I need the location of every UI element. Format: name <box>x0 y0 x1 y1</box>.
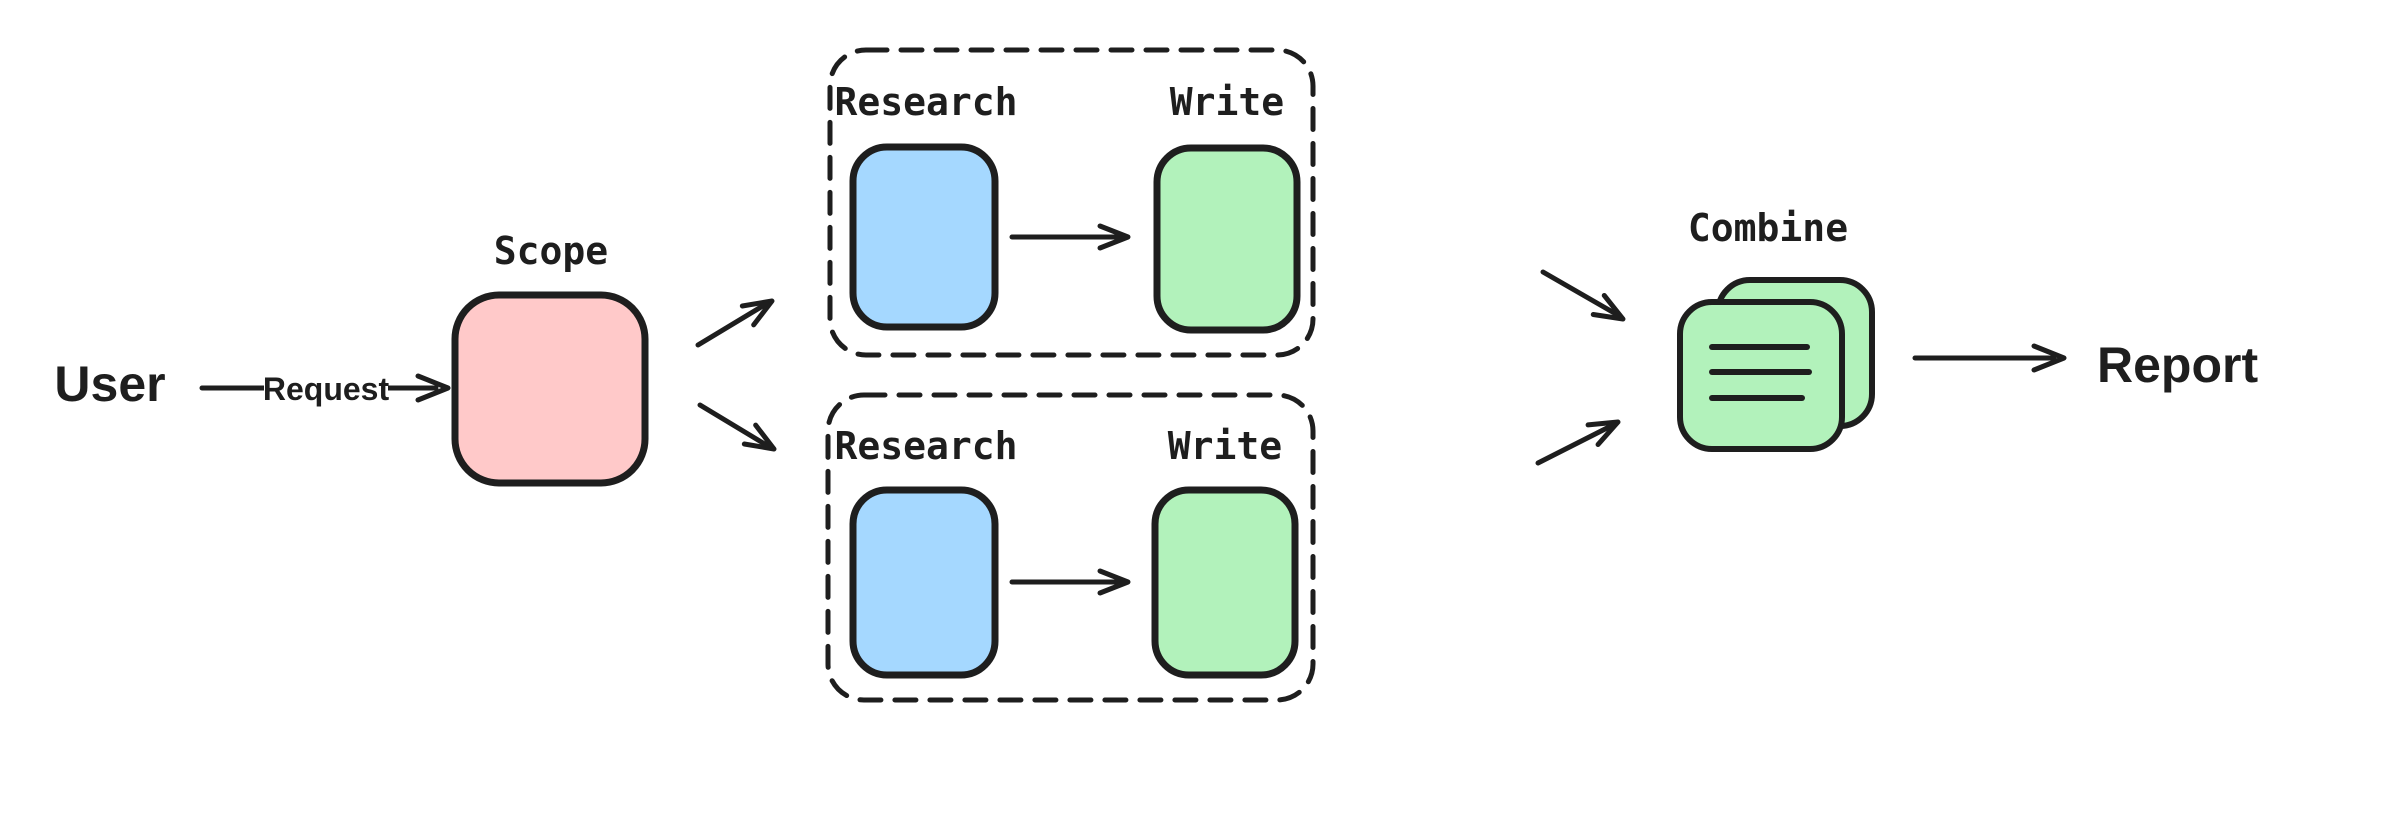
branch-arrow-bottom-head <box>741 422 777 452</box>
scope-label: Scope <box>494 229 608 273</box>
branch-arrow-top <box>695 298 775 348</box>
research-to-write-arrow-bottom-head-path <box>1097 568 1131 596</box>
request-label: Request <box>263 371 390 407</box>
report-arrowhead-path <box>2031 343 2067 373</box>
branch-arrow-top-line <box>695 301 769 348</box>
diagram-root: User Request Scope <box>54 47 2258 703</box>
research-label-bottom: Research <box>834 424 1017 468</box>
research-to-write-arrow-top <box>1009 223 1131 251</box>
research-to-write-arrow-top-head <box>1097 223 1131 251</box>
write-node-top <box>1153 144 1301 334</box>
write-node-bottom <box>1151 486 1299 679</box>
combine-arrow-top-head <box>1590 292 1626 322</box>
combine-arrow-top-head-path <box>1590 292 1626 322</box>
branch-arrow-bottom-line <box>697 402 771 449</box>
write-label-top: Write <box>1170 80 1284 124</box>
stacked-documents-icon <box>1677 277 1875 452</box>
subagent-container-bottom-border <box>825 392 1316 703</box>
research-to-write-arrow-top-head-path <box>1097 223 1131 251</box>
request-arrowhead-path <box>415 373 451 403</box>
branch-arrow-top-head <box>739 298 775 328</box>
branch-arrow-top-head-path <box>739 298 775 328</box>
report-label: Report <box>2097 337 2258 393</box>
combine-arrow-top <box>1540 269 1626 322</box>
branch-arrow-bottom <box>697 402 777 452</box>
combine-label: Combine <box>1688 206 1848 250</box>
write-label-bottom: Write <box>1168 424 1282 468</box>
subagent-container-top-border <box>827 47 1316 358</box>
subagent-container-bottom: Research Write <box>825 392 1316 703</box>
combine-arrow-bottom-line <box>1535 423 1614 466</box>
request-label-bg <box>264 366 388 408</box>
scope-node <box>451 291 649 487</box>
branch-arrow-bottom-head-path <box>741 422 777 452</box>
research-label-top: Research <box>834 80 1017 124</box>
subagent-container-top: Research Write <box>827 47 1316 358</box>
combine-arrow-top-line <box>1540 269 1619 317</box>
research-node-top <box>849 143 999 331</box>
combine-arrow-bottom-head-path <box>1585 419 1621 448</box>
research-to-write-arrow-bottom-head <box>1097 568 1131 596</box>
stacked-documents-front-card <box>1677 299 1845 452</box>
report-arrowhead <box>2031 343 2067 373</box>
research-to-write-arrow-bottom <box>1009 568 1131 596</box>
report-arrow <box>1912 343 2067 373</box>
research-node-bottom <box>849 486 999 679</box>
request-arrow: Request <box>199 366 451 408</box>
combine-arrow-bottom <box>1535 419 1621 466</box>
combine-arrow-bottom-head <box>1585 419 1621 448</box>
user-label: User <box>54 356 165 412</box>
request-arrowhead <box>415 373 451 403</box>
